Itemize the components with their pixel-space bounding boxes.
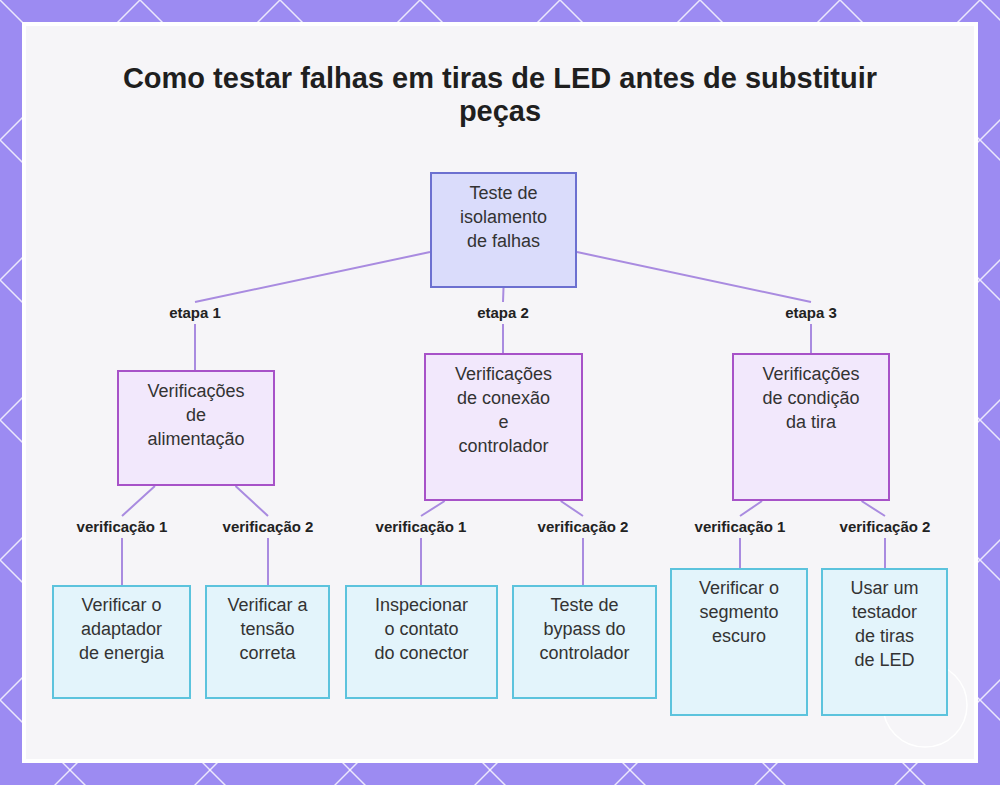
check-box: Teste de bypass do controlador — [512, 585, 657, 699]
connector-line — [122, 486, 155, 585]
box-text: Inspecionar o contato do conector — [373, 593, 471, 665]
edge-label: verificação 2 — [840, 518, 931, 536]
edge-label: etapa 1 — [169, 304, 221, 322]
box-text: Verificar o adaptador de energia — [72, 593, 172, 665]
box-text: Usar um testador de tiras de LED — [846, 576, 924, 672]
root-box: Teste de isolamento de falhas — [430, 172, 577, 288]
connector-line — [577, 252, 811, 353]
edge-label: etapa 2 — [477, 304, 529, 322]
step-box: Verificações de alimentação — [117, 370, 275, 486]
edge-label: etapa 3 — [785, 304, 837, 322]
box-text: Verificações de condição da tira — [755, 362, 867, 434]
box-text: Verificar a tensão correta — [210, 593, 325, 665]
connector-line — [195, 252, 430, 370]
connector-line — [236, 486, 269, 585]
step-box: Verificações de conexão e controlador — [424, 353, 583, 501]
check-box: Verificar o segmento escuro — [670, 568, 808, 716]
box-text: Verificações de alimentação — [139, 379, 254, 451]
edge-label: verificação 1 — [77, 518, 168, 536]
edge-label: verificação 1 — [376, 518, 467, 536]
connector-line — [561, 501, 583, 585]
box-text: Verificar o segmento escuro — [689, 576, 789, 648]
check-box: Verificar o adaptador de energia — [52, 585, 191, 699]
step-box: Verificações de condição da tira — [732, 353, 890, 501]
edge-label: verificação 2 — [538, 518, 629, 536]
box-text: Teste de bypass do controlador — [529, 593, 641, 665]
edge-label: verificação 1 — [695, 518, 786, 536]
edge-label: verificação 2 — [223, 518, 314, 536]
connector-line — [421, 501, 445, 585]
box-text: Teste de isolamento de falhas — [454, 181, 554, 253]
diagram-title: Como testar falhas em tiras de LED antes… — [100, 62, 900, 128]
box-text: Verificações de conexão e controlador — [452, 362, 556, 458]
check-box: Verificar a tensão correta — [205, 585, 330, 699]
check-box: Inspecionar o contato do conector — [345, 585, 498, 699]
check-box: Usar um testador de tiras de LED — [821, 568, 948, 716]
